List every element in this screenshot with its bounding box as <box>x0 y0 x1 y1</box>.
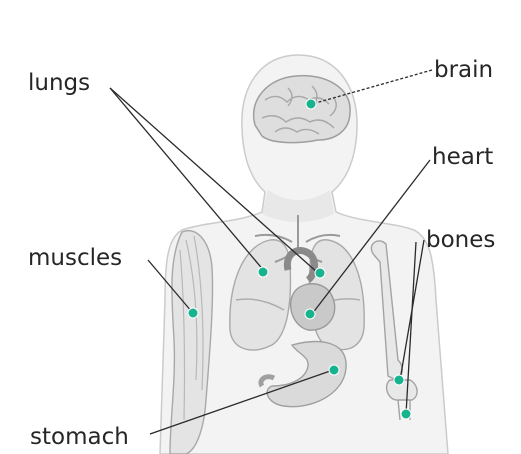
marker-bone-2 <box>401 409 411 419</box>
marker-stomach <box>329 365 339 375</box>
label-bones: bones <box>426 229 495 252</box>
marker-muscles <box>188 308 198 318</box>
marker-brain <box>306 99 316 109</box>
marker-lung-right <box>258 267 268 277</box>
marker-heart <box>305 309 315 319</box>
label-stomach: stomach <box>30 426 129 449</box>
label-brain: brain <box>434 59 493 82</box>
heart-organ <box>291 284 335 330</box>
label-lungs: lungs <box>28 72 90 95</box>
brain-organ <box>254 76 351 143</box>
label-heart: heart <box>432 146 493 169</box>
marker-lung-left <box>315 268 325 278</box>
label-muscles: muscles <box>28 247 122 270</box>
marker-bone-1 <box>394 375 404 385</box>
